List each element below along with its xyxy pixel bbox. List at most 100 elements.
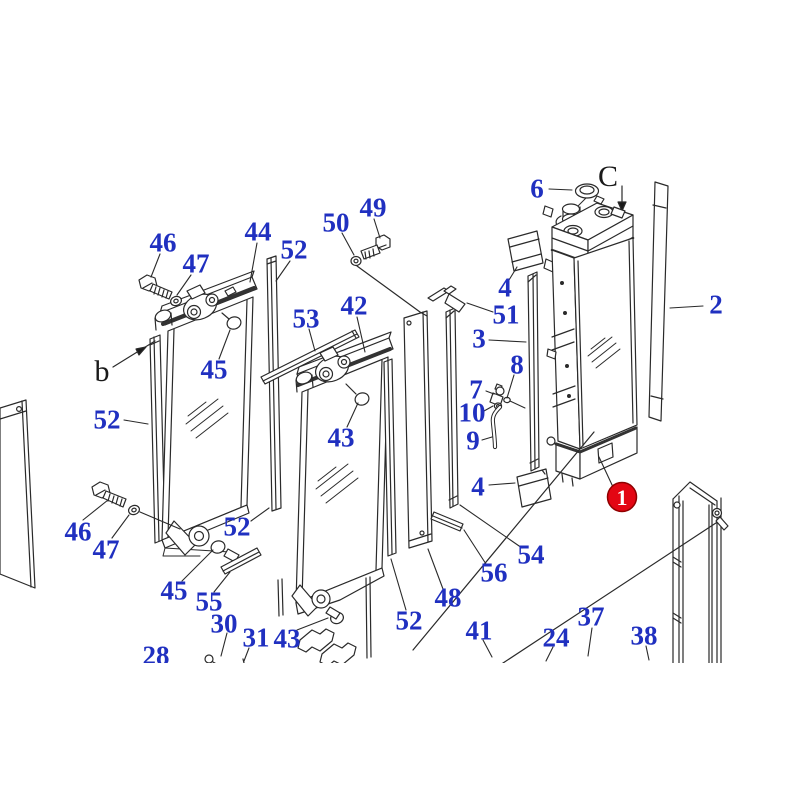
part-label-48: 48: [435, 583, 462, 613]
washer-47-bottom: [128, 504, 140, 516]
leader-1: [598, 456, 614, 488]
side-plate-left: [0, 399, 36, 589]
leader-50: [341, 232, 355, 256]
part-label-37: 37: [578, 602, 605, 632]
part-label-52-top: 52: [281, 235, 308, 265]
seal-strip-2: [648, 181, 669, 422]
leader-47-top: [176, 274, 192, 296]
view-arrow-c: [617, 185, 627, 212]
leader-44: [249, 242, 258, 283]
leader-52-left: [123, 419, 149, 425]
leader-41: [482, 639, 493, 658]
leader-50-to-48: [356, 265, 428, 317]
reference-line-a: [412, 431, 595, 651]
part-label-52-midbottom: 52: [396, 606, 423, 636]
leader-3: [488, 339, 527, 343]
clip-51: [427, 285, 466, 313]
bolt-channel-top: [711, 507, 729, 531]
tube-9: [490, 404, 503, 450]
part-label-1: 1: [617, 485, 628, 510]
part-label-4-bottom: 4: [471, 472, 485, 502]
part-label-55: 55: [196, 587, 223, 617]
part-label-53: 53: [293, 304, 320, 334]
leader-55: [213, 571, 231, 593]
leader-47-to-core: [139, 511, 181, 530]
part-label-44: 44: [245, 217, 272, 247]
part-label-46-bottom: 46: [65, 517, 92, 547]
part-label-51: 51: [493, 300, 520, 330]
leader-4-bottom: [488, 482, 516, 486]
part-label-43-top: 43: [328, 423, 355, 453]
leader-56: [463, 529, 487, 565]
leader-43-bottom: [296, 617, 329, 631]
leader-52-top: [275, 260, 291, 282]
leader-37: [587, 627, 593, 657]
part-label-2: 2: [709, 290, 723, 320]
bar-56: [430, 511, 464, 532]
leader-7: [485, 390, 495, 395]
pad-4-upper: [507, 230, 544, 272]
part-label-38: 38: [631, 621, 658, 651]
bar-53: [260, 329, 360, 385]
leader-30: [220, 632, 228, 657]
leader-9: [481, 436, 493, 441]
leader-49: [373, 218, 381, 239]
leader-53: [308, 328, 316, 352]
leader-42: [356, 316, 366, 353]
cap-6: [574, 183, 605, 208]
part-label-6: 6: [530, 174, 544, 204]
leader-24: [545, 646, 554, 662]
leader-6: [548, 188, 573, 191]
part-label-b: b: [95, 355, 110, 388]
leader-54: [459, 504, 523, 549]
bolt-46-top: [138, 274, 173, 300]
bar-3: [527, 271, 540, 472]
part-label-42: 42: [341, 291, 368, 321]
callout-circle-1: [606, 481, 638, 513]
bolt-46-bottom: [91, 481, 127, 508]
seal-strip-52-left: [149, 334, 166, 544]
leader-47-bottom: [111, 514, 130, 539]
leader-31: [243, 647, 250, 662]
radiator-core-44: [154, 270, 284, 617]
leader-8: [506, 374, 515, 399]
leader-46-bottom: [82, 499, 109, 521]
part-label-54: 54: [518, 540, 545, 570]
part-label-3: 3: [472, 324, 486, 354]
part-label-8: 8: [510, 350, 524, 380]
leader-52-midleft: [250, 507, 270, 522]
leader-45-bottom: [181, 549, 214, 582]
nut-50: [350, 255, 362, 267]
part-label-50: 50: [323, 208, 350, 238]
leader-10: [483, 405, 494, 412]
leader-46-top: [150, 253, 161, 278]
leader-45-top: [218, 329, 231, 360]
bracket-group-bottom: [204, 628, 357, 663]
frame-channel-right: [672, 481, 729, 663]
leader-48: [427, 548, 444, 590]
part-label-45-top: 45: [201, 355, 228, 385]
part-label-52-left: 52: [94, 405, 121, 435]
reference-line-b: [501, 518, 723, 663]
view-arrow-b: [112, 340, 156, 368]
part-label-46-top: 46: [150, 228, 177, 258]
part-label-41: 41: [466, 616, 493, 646]
part-label-45-bottom: 45: [161, 576, 188, 606]
washer-47-top: [170, 295, 182, 307]
part-label-49: 49: [360, 193, 387, 223]
radiator-core-42: [291, 331, 394, 659]
radiator-assembly-1: [542, 183, 638, 487]
part-label-56: 56: [481, 558, 508, 588]
part-label-47-top: 47: [183, 249, 210, 279]
leader-4-top: [508, 266, 518, 281]
leader-52-midbottom: [390, 558, 407, 611]
leader-43-top: [346, 402, 359, 428]
part-label-30: 30: [211, 609, 238, 639]
part-label-10: 10: [459, 398, 486, 428]
part-label-28: 28: [143, 641, 170, 671]
part-label-43-bottom: 43: [274, 624, 301, 654]
part-label-52-midleft: 52: [224, 512, 251, 542]
